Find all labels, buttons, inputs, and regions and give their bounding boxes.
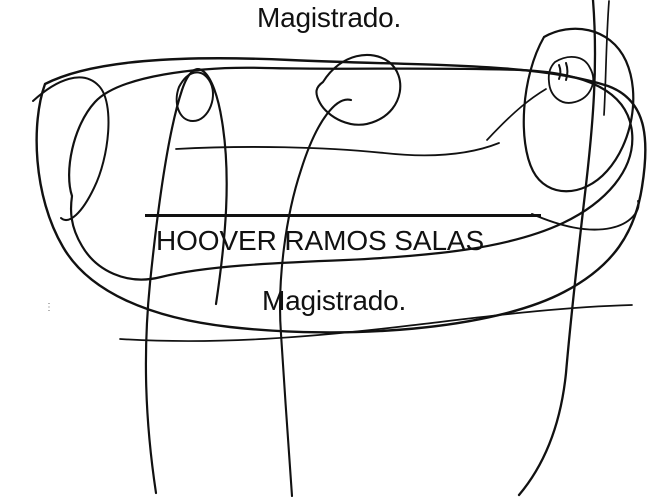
top-title: Magistrado. <box>257 2 402 33</box>
signature-stroke-center-loop <box>315 54 402 126</box>
signature-stroke-lower-hook <box>531 200 640 231</box>
small-margin-mark: ⋮ <box>44 302 54 313</box>
signature-stroke-tiny-mark <box>558 62 569 81</box>
signature-stroke-vertical-left <box>144 68 228 495</box>
signature-stroke-small-right-loop <box>547 56 595 104</box>
signature-stroke-top-left-loop <box>175 71 214 122</box>
signature-stroke-left-curve <box>32 76 110 221</box>
signature-stroke-right-loop <box>522 27 635 193</box>
signature-stroke-vertical-right-thin <box>603 0 610 116</box>
signature-stroke-diagonal <box>486 88 547 141</box>
signer-name: HOOVER RAMOS SALAS <box>156 225 485 256</box>
signature-stroke-vertical-right <box>517 0 597 497</box>
signature-line <box>145 214 541 217</box>
bottom-title: Magistrado. <box>262 285 407 316</box>
signature-stroke-middle-bridge <box>175 142 500 157</box>
